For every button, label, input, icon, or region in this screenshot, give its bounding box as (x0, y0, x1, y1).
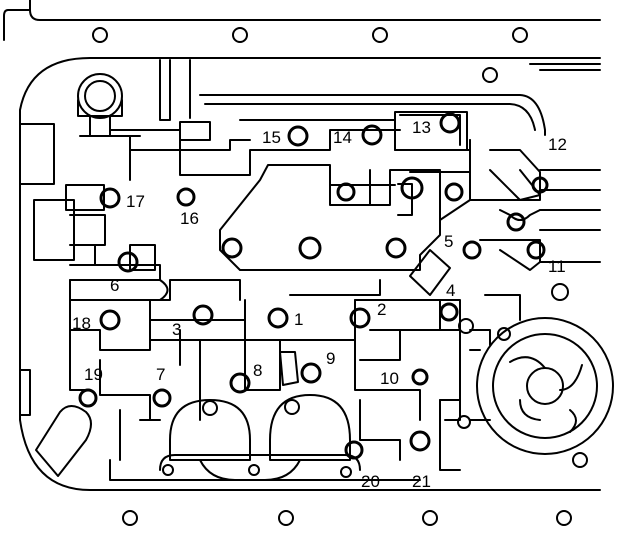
callout-20: 20 (361, 472, 380, 491)
pump-rotor-center (526, 367, 564, 405)
bolt-21 (409, 430, 431, 452)
bottom-right-lobe (269, 394, 351, 461)
callout-7: 7 (156, 365, 165, 384)
bolt-16 (176, 187, 196, 207)
bolt-5 (462, 240, 482, 260)
bolt-17 (99, 187, 121, 209)
bolt-1 (267, 307, 289, 329)
callout-15: 15 (262, 128, 281, 147)
top-bracket (179, 121, 211, 141)
bolt-19 (78, 388, 98, 408)
housing-inner-outline (19, 57, 601, 491)
callout-6: 6 (110, 276, 119, 295)
bolt-10 (411, 368, 429, 386)
bolt-20 (344, 440, 364, 460)
callout-9: 9 (326, 349, 335, 368)
callout-1: 1 (294, 310, 303, 329)
center-plate (219, 164, 441, 271)
callout-13: 13 (412, 118, 431, 137)
callout-labels: 1 2 3 4 5 6 7 8 9 10 11 12 13 14 15 16 1… (72, 118, 567, 491)
bolt-15 (287, 125, 309, 147)
bolt-6 (117, 251, 139, 273)
top-solenoid (77, 73, 123, 119)
bottom-left-lobe (169, 399, 251, 461)
housing-outline (3, 0, 601, 41)
bolts (78, 112, 549, 460)
part-9-bracket (279, 351, 299, 386)
callout-14: 14 (333, 128, 352, 147)
callout-3: 3 (172, 320, 181, 339)
callout-4: 4 (446, 281, 455, 300)
bolt-11 (526, 240, 546, 260)
bolt-4 (439, 302, 459, 322)
callout-19: 19 (84, 365, 103, 384)
callout-10: 10 (380, 369, 399, 388)
callout-21: 21 (412, 472, 431, 491)
bolt-2 (349, 307, 371, 329)
pump-housing (476, 317, 614, 455)
bolt-9 (300, 362, 322, 384)
bolt-18 (99, 309, 121, 331)
bolt-7 (152, 388, 172, 408)
perimeter-holes (92, 27, 588, 526)
bolt-8 (229, 372, 251, 394)
pump-vanes (509, 356, 583, 433)
callout-18: 18 (72, 314, 91, 333)
bolt-3 (192, 304, 214, 326)
callout-5: 5 (444, 232, 453, 251)
callout-16: 16 (180, 209, 199, 228)
part-4-link (409, 249, 451, 296)
callout-12: 12 (548, 135, 567, 154)
bolt-13 (439, 112, 461, 134)
callout-17: 17 (126, 192, 145, 211)
bolt-14 (361, 124, 383, 146)
left-clip (35, 405, 92, 477)
callout-2: 2 (377, 300, 386, 319)
callout-11: 11 (548, 257, 566, 276)
left-connector (19, 123, 55, 185)
callout-8: 8 (253, 361, 262, 380)
